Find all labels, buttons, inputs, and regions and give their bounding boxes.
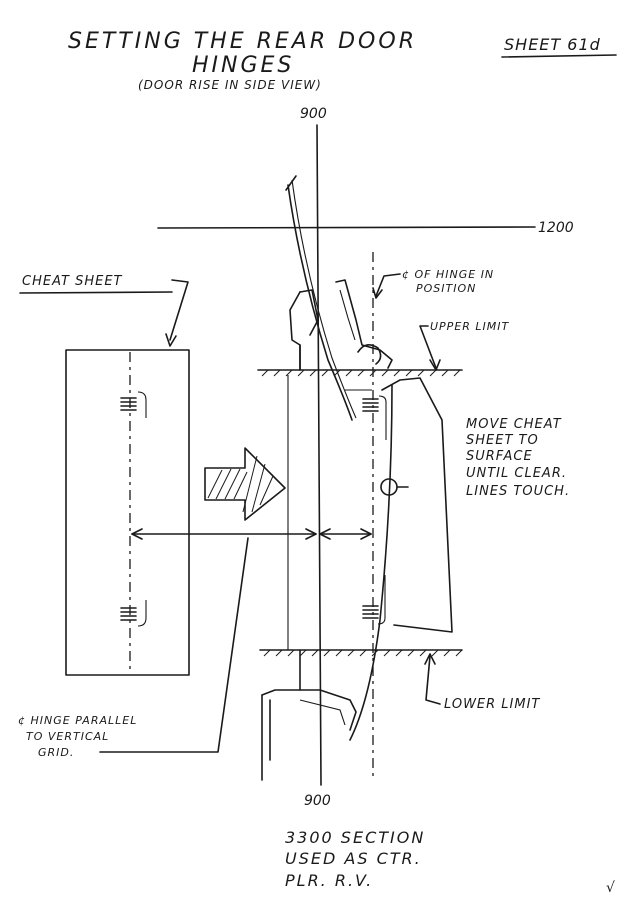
footer-line-3: PLR. R.V.: [285, 871, 373, 890]
move-instruction-3: SURFACE: [466, 449, 533, 464]
parallel-note-2: TO VERTICAL: [26, 730, 109, 743]
dimension-arrow-right: [319, 528, 372, 540]
hinge-centerline-leader: [375, 273, 401, 297]
cheat-sheet-label-underline: [19, 291, 173, 294]
title-line-2: HINGES: [192, 53, 294, 78]
lower-limit-leader: [425, 655, 441, 705]
upper-limit-line: [257, 369, 463, 377]
footer-line-2: USED AS CTR.: [285, 849, 422, 868]
grid-label-1200: 1200: [538, 220, 574, 236]
title-line-1: SETTING THE REAR DOOR: [68, 29, 417, 54]
hinge-upper-position: [345, 389, 387, 440]
move-instruction-5: LINES TOUCH.: [466, 484, 570, 499]
grid-line-1200: [157, 226, 536, 229]
footer-line-1: 3300 SECTION: [285, 828, 425, 847]
door-section-profile: [261, 175, 453, 781]
parallel-note-3: GRID.: [38, 746, 74, 759]
move-direction-arrow: [204, 447, 286, 521]
move-instruction-4: UNTIL CLEAR.: [466, 466, 567, 481]
lower-limit-line: [259, 649, 463, 657]
cheat-sheet-hinge-lower: [120, 600, 147, 627]
grid-label-900-top: 900: [300, 106, 327, 122]
lower-limit-label: LOWER LIMIT: [444, 697, 540, 712]
cheat-sheet-panel: [65, 349, 190, 676]
upper-limit-label: UPPER LIMIT: [430, 320, 510, 333]
cheat-sheet-leader: [169, 279, 189, 341]
sheet-label-underline: [501, 54, 617, 58]
sheet-label: SHEET 61d: [504, 35, 601, 54]
checkmark: √: [606, 880, 615, 896]
grid-line-900: [316, 124, 322, 786]
parallel-note-leader: [99, 537, 249, 753]
hinge-centerline-label-1: ¢ OF HINGE IN: [402, 268, 494, 281]
hinge-centerline-label-2: POSITION: [416, 282, 476, 295]
cheat-sheet-label: CHEAT SHEET: [22, 274, 123, 289]
move-instruction-2: SHEET TO: [466, 433, 539, 448]
cheat-sheet-hinge-upper: [120, 391, 147, 418]
parallel-note-1: ¢ HINGE PARALLEL: [18, 714, 137, 727]
grid-label-900-bottom: 900: [304, 793, 331, 809]
dimension-arrow-left: [131, 528, 317, 540]
subtitle: (DOOR RISE IN SIDE VIEW): [138, 78, 322, 92]
upper-limit-leader: [419, 325, 437, 369]
move-instruction-1: MOVE CHEAT: [466, 417, 562, 432]
hinge-lower-position: [362, 575, 386, 625]
